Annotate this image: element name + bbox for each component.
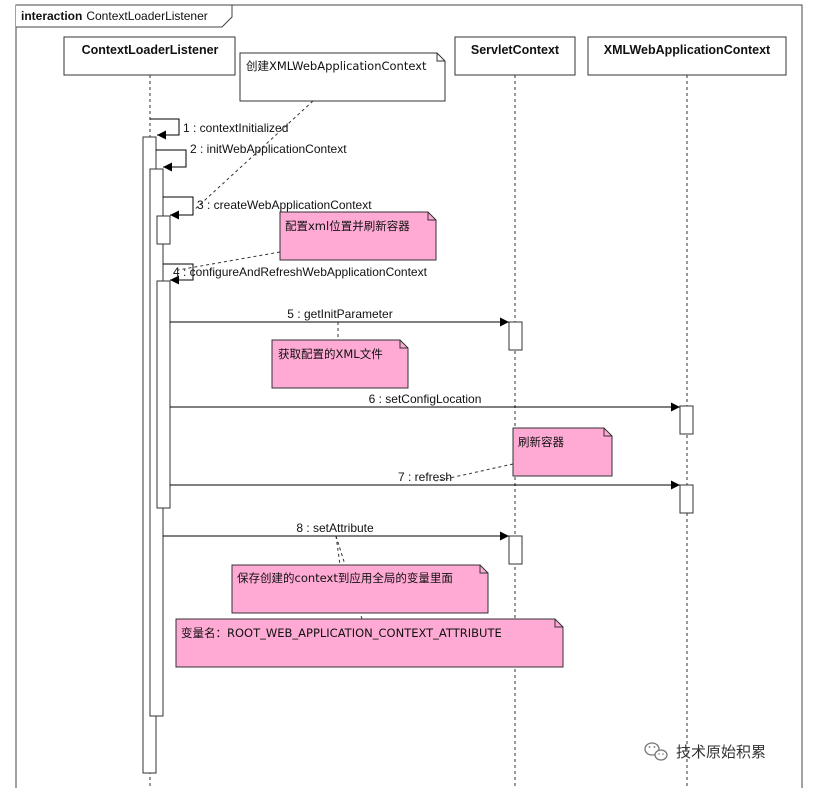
message-1: 1 : contextInitialized — [150, 118, 288, 140]
message-label: 6 : setConfigLocation — [369, 392, 482, 406]
note-text: 获取配置的XML文件 — [278, 347, 383, 361]
lifeline-head-contextloaderlistener: ContextLoaderListener — [63, 36, 236, 76]
frame-tab — [16, 4, 233, 28]
activation-bar — [508, 535, 523, 565]
note-text: 配置xml位置并刷新容器 — [285, 219, 410, 233]
note-text: 变量名：ROOT_WEB_APPLICATION_CONTEXT_ATTRIBU… — [181, 626, 502, 640]
note-save-context: 保存创建的context到应用全局的变量里面 — [231, 564, 489, 614]
note-anchor — [335, 535, 341, 566]
note-text: 创建XMLWebApplicationContext — [246, 59, 427, 73]
message-2: 2 : initWebApplicationContext — [156, 142, 347, 172]
wechat-icon — [644, 742, 668, 761]
message-label: 5 : getInitParameter — [287, 307, 392, 321]
message-7: 7 : refresh — [170, 470, 680, 490]
lifeline-head-xmlwebapplicationcontext: XMLWebApplicationContext — [587, 36, 787, 76]
message-label: 1 : contextInitialized — [183, 121, 288, 135]
activation-bar — [156, 280, 171, 509]
watermark: 技术原始积累 — [644, 742, 766, 761]
note-variable-name: 变量名：ROOT_WEB_APPLICATION_CONTEXT_ATTRIBU… — [175, 618, 564, 668]
message-6: 6 : setConfigLocation — [170, 392, 680, 412]
message-label: 4 : configureAndRefreshWebApplicationCon… — [173, 265, 428, 279]
activation-bar — [508, 321, 523, 351]
note-configure-refresh: 配置xml位置并刷新容器 — [279, 211, 437, 261]
message-label: 7 : refresh — [398, 470, 452, 484]
watermark-text: 技术原始积累 — [676, 743, 766, 761]
activation-bar — [679, 405, 694, 435]
message-label: 8 : setAttribute — [296, 521, 374, 535]
lifeline-label: XMLWebApplicationContext — [604, 43, 771, 57]
note-anchor — [435, 463, 514, 482]
message-4: 4 : configureAndRefreshWebApplicationCon… — [163, 263, 428, 285]
note-text: 刷新容器 — [518, 435, 564, 449]
note-text: 保存创建的context到应用全局的变量里面 — [237, 571, 453, 585]
note-refresh: 刷新容器 — [512, 427, 613, 477]
interaction-frame — [15, 4, 803, 788]
message-3: 3 : createWebApplicationContext — [163, 196, 372, 220]
activation-bar — [156, 215, 171, 245]
lifeline-label: ServletContext — [471, 43, 560, 57]
message-label: 3 : createWebApplicationContext — [197, 198, 372, 212]
message-8: 8 : setAttribute — [163, 521, 509, 541]
note-create-context: 创建XMLWebApplicationContext — [239, 52, 446, 102]
note-anchor — [192, 100, 314, 212]
lifeline-label: ContextLoaderListener — [82, 43, 219, 57]
message-5: 5 : getInitParameter — [170, 307, 509, 327]
message-label: 2 : initWebApplicationContext — [190, 142, 347, 156]
note-anchor — [177, 251, 281, 271]
note-get-xml: 获取配置的XML文件 — [271, 339, 409, 389]
lifeline-head-servletcontext: ServletContext — [454, 36, 576, 76]
activation-bar — [679, 484, 694, 514]
